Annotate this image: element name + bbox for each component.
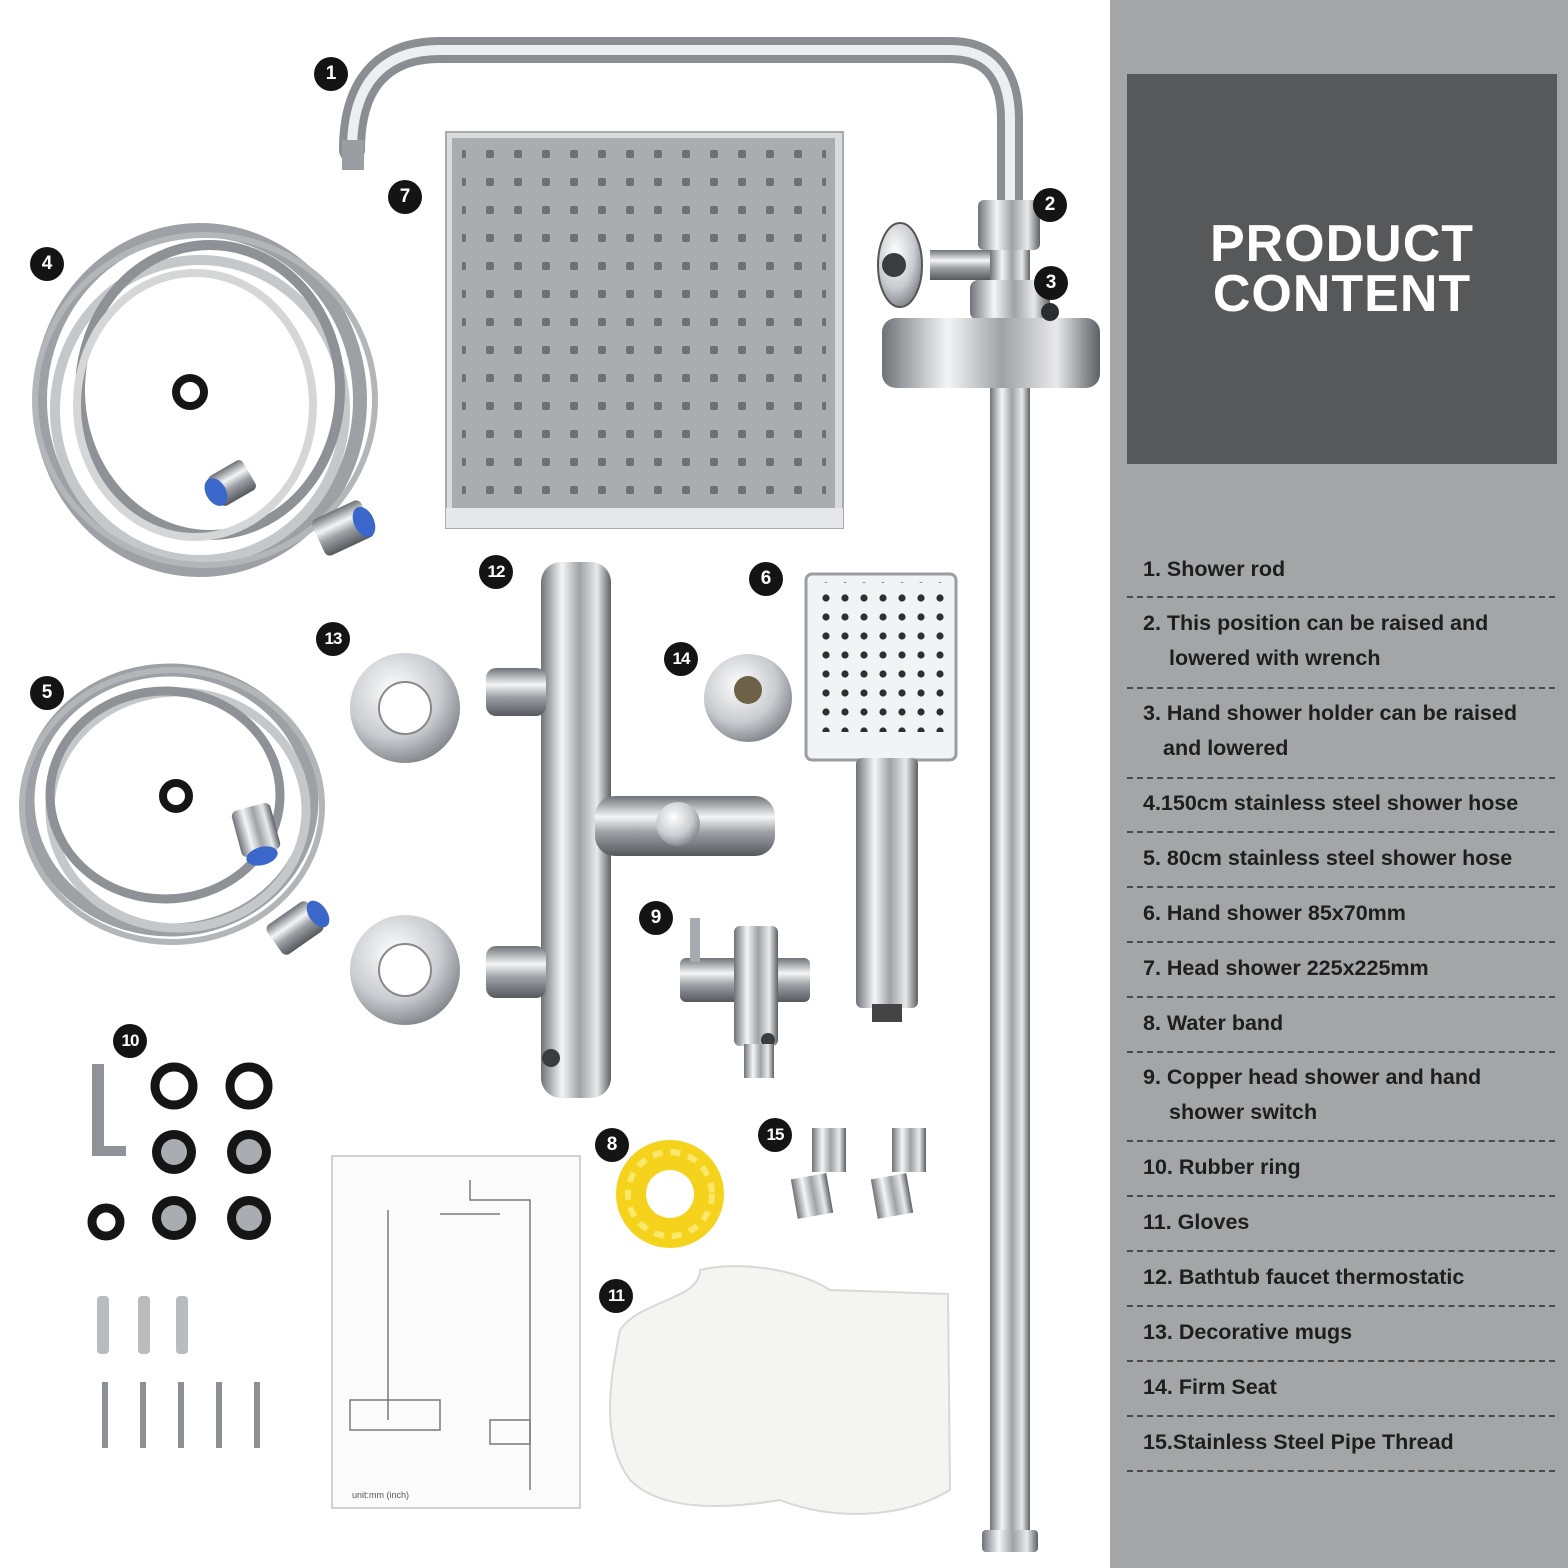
list-item: 1. Shower rod <box>1127 552 1555 598</box>
item-line: 10. Rubber ring <box>1143 1155 1301 1179</box>
badge-6: 6 <box>749 562 783 596</box>
page-title: PRODUCT CONTENT <box>1209 215 1475 323</box>
list-item: 8. Water band <box>1127 1006 1555 1053</box>
installation-diagram <box>331 1155 581 1509</box>
list-item: 11. Gloves <box>1127 1205 1555 1252</box>
badge-7: 7 <box>388 180 422 214</box>
item-line: 9. Copper head shower and hand <box>1143 1065 1482 1089</box>
decorative-mugs <box>350 653 460 1025</box>
anchors-and-screws <box>97 1296 260 1448</box>
item-line: lowered with wrench <box>1169 646 1381 670</box>
list-item: 9. Copper head shower and hand shower sw… <box>1127 1060 1555 1142</box>
title-line-2: CONTENT <box>1212 265 1472 323</box>
item-line: 15.Stainless Steel Pipe Thread <box>1143 1430 1454 1454</box>
item-line: shower switch <box>1169 1100 1318 1124</box>
item-line: 2. This position can be raised and <box>1143 611 1489 635</box>
item-line: 12. Bathtub faucet thermostatic <box>1143 1265 1465 1289</box>
item-line: 4.150cm stainless steel shower hose <box>1143 791 1519 815</box>
title-line-1: PRODUCT <box>1209 215 1475 273</box>
badge-1: 1 <box>314 57 348 91</box>
pipe-threads <box>790 1128 926 1219</box>
item-line: 5. 80cm stainless steel shower hose <box>1143 846 1513 870</box>
badge-13: 13 <box>316 622 350 656</box>
list-item: 12. Bathtub faucet thermostatic <box>1127 1260 1555 1307</box>
badge-5: 5 <box>30 676 64 710</box>
item-line: 8. Water band <box>1143 1011 1284 1035</box>
hand-shower <box>804 572 958 1022</box>
item-line: 14. Firm Seat <box>1143 1375 1277 1399</box>
item-line: 13. Decorative mugs <box>1143 1320 1353 1344</box>
list-item: 14. Firm Seat <box>1127 1370 1555 1417</box>
item-line: 6. Hand shower 85x70mm <box>1143 901 1406 925</box>
list-item: 3. Hand shower holder can be raised and … <box>1127 696 1555 779</box>
list-item: 2. This position can be raised and lower… <box>1127 606 1555 689</box>
badge-3: 3 <box>1034 266 1068 300</box>
badge-11: 11 <box>599 1279 633 1313</box>
item-line: 7. Head shower 225x225mm <box>1143 956 1429 980</box>
hand-shower-holder <box>882 280 1100 388</box>
badge-4: 4 <box>30 247 64 281</box>
item-line: 11. Gloves <box>1143 1210 1250 1234</box>
product-illustration: unit:mm (inch) <box>19 37 1100 1552</box>
badge-12: 12 <box>479 555 513 589</box>
item-line: 3. Hand shower holder can be raised <box>1143 701 1517 725</box>
list-item: 10. Rubber ring <box>1127 1150 1555 1197</box>
badge-10: 10 <box>113 1024 147 1058</box>
list-item: 4.150cm stainless steel shower hose <box>1127 786 1555 833</box>
title-box: PRODUCT CONTENT <box>1127 74 1557 464</box>
list-item: 7. Head shower 225x225mm <box>1127 951 1555 998</box>
rubber-rings <box>87 1062 273 1241</box>
hose-150cm <box>32 223 378 577</box>
badge-15: 15 <box>758 1118 792 1152</box>
list-item: 15.Stainless Steel Pipe Thread <box>1127 1425 1555 1472</box>
badge-2: 2 <box>1033 188 1067 222</box>
shower-rod <box>339 37 1038 1552</box>
rod-clamp <box>877 200 1040 308</box>
badge-9: 9 <box>639 901 673 935</box>
badge-14: 14 <box>664 642 698 676</box>
badge-8: 8 <box>595 1128 629 1162</box>
firm-seat <box>704 654 792 742</box>
list-item: 5. 80cm stainless steel shower hose <box>1127 841 1555 888</box>
item-line: and lowered <box>1163 736 1289 760</box>
shower-switch <box>680 918 810 1078</box>
head-shower <box>445 131 844 529</box>
list-item: 13. Decorative mugs <box>1127 1315 1555 1362</box>
content-panel: PRODUCT CONTENT 1. Shower rod 2. This po… <box>1110 0 1568 1568</box>
thermostatic-faucet <box>486 562 775 1098</box>
water-band-tape <box>616 1140 724 1248</box>
product-photo-area: unit:mm (inch) 1 2 3 4 5 6 7 8 9 10 11 1… <box>19 37 1100 1552</box>
diagram-unit-label: unit:mm (inch) <box>352 1490 409 1500</box>
hose-80cm <box>19 663 330 955</box>
list-item: 6. Hand shower 85x70mm <box>1127 896 1555 943</box>
item-line: 1. Shower rod <box>1143 557 1286 581</box>
gloves <box>609 1265 952 1515</box>
